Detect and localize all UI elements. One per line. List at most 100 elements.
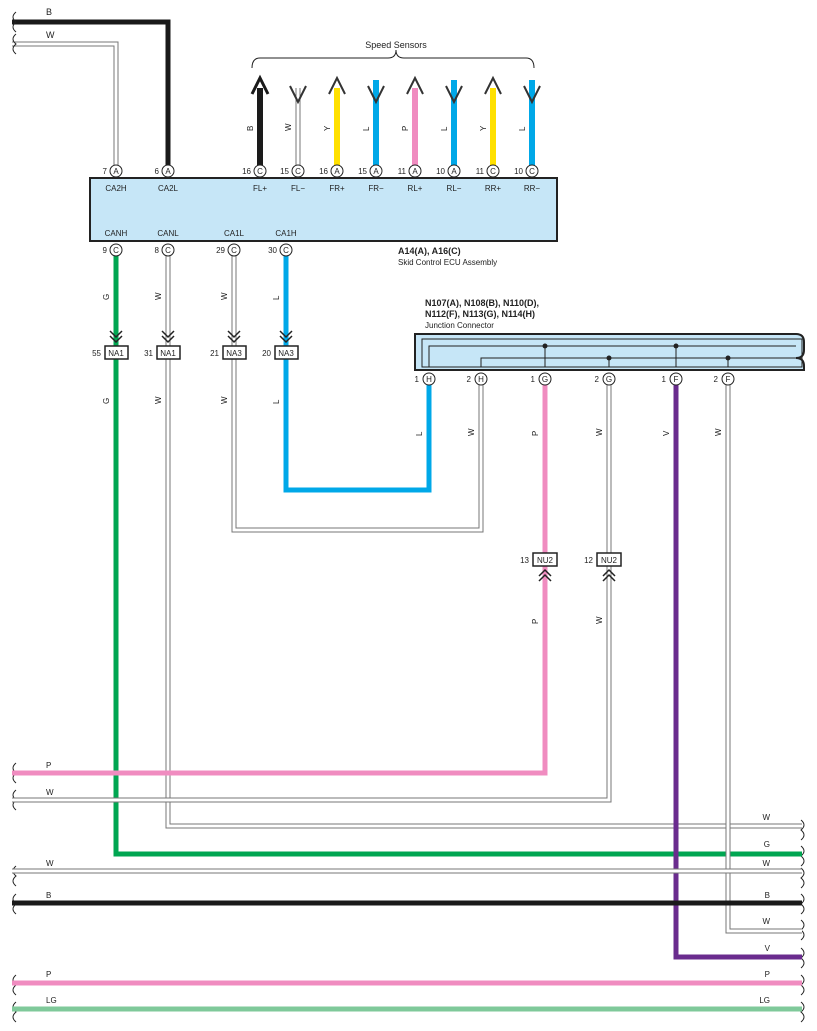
wire-label: G [102, 398, 111, 404]
ss-wire-color-8: L [518, 126, 527, 131]
ecu-top-pins [109, 164, 539, 178]
bus-label: W [46, 788, 54, 797]
pin-conn: C [113, 246, 119, 255]
junction-wires [12, 380, 802, 960]
pin-name: RR+ [485, 184, 502, 193]
pin-num: 2 [467, 375, 472, 384]
junction-pins: H H G G F F 1 2 1 2 1 2 [415, 372, 735, 386]
pin-num: 15 [358, 167, 367, 176]
ss-wire-color-3: Y [323, 125, 332, 131]
connector-name: NA1 [160, 349, 176, 358]
pin-num: 2 [595, 375, 600, 384]
speed-sensor-bracket: Speed Sensors [251, 40, 535, 69]
wire-label: G [102, 294, 111, 300]
pin-name: CA2L [158, 184, 179, 193]
pin-conn: A [165, 167, 171, 176]
bus-label: W [762, 813, 770, 822]
bus-label: W [46, 859, 54, 868]
ecu-bottom-wires [113, 250, 802, 857]
bus-label: P [46, 761, 51, 770]
ecu-top-pin-names: CA2H CA2L FL+ FL− FR+ FR− RL+ RL− RR+ RR… [105, 184, 540, 193]
wire-label: P [531, 619, 540, 624]
speed-sensors-label: Speed Sensors [365, 40, 427, 50]
wire-label: W [595, 616, 604, 624]
bus-label: LG [759, 996, 770, 1005]
pin-num: 30 [268, 246, 277, 255]
connector-name: NA3 [278, 349, 294, 358]
pin-conn: C [257, 167, 263, 176]
wire-label: W [467, 428, 476, 436]
connector-num: 55 [92, 349, 101, 358]
ecu-title: A14(A), A16(C) [398, 246, 461, 256]
wire-label: W [714, 428, 723, 436]
pin-conn: G [542, 375, 548, 384]
bus-lines [12, 868, 802, 1012]
pin-conn: C [231, 246, 237, 255]
wire-label-b: B [46, 7, 52, 17]
pin-num: 1 [531, 375, 536, 384]
pin-name: FL+ [253, 184, 267, 193]
pin-conn: F [726, 375, 731, 384]
ecu-bottom-pins [109, 243, 293, 257]
wire-label-w: W [46, 30, 55, 40]
pin-name: FR− [368, 184, 384, 193]
ecu-bottom-pin-conn: C C C C 9 8 29 30 [103, 246, 290, 255]
ecu-wire-labels: G W W L G W W L [102, 292, 281, 404]
ss-wire-color-7: Y [479, 125, 488, 131]
bus-label: G [764, 840, 770, 849]
pin-name: CA2H [105, 184, 127, 193]
pin-conn: C [490, 167, 496, 176]
pin-num: 10 [514, 167, 523, 176]
connector-name: NA1 [108, 349, 124, 358]
pin-num: 1 [662, 375, 667, 384]
bus-label: B [765, 891, 770, 900]
pin-conn: H [478, 375, 484, 384]
ecu-bottom-pin-names: CANH CANL CA1L CA1H [105, 229, 297, 238]
speed-sensor-wires [250, 74, 541, 172]
pin-conn: C [283, 246, 289, 255]
ss-wire-color-4: L [362, 126, 371, 131]
bus-label: B [46, 891, 51, 900]
pin-num: 8 [155, 246, 160, 255]
ss-wire-color-2: W [284, 123, 293, 131]
ecu-top-pin-numbers: 7 6 16 15 16 15 11 10 11 10 [103, 167, 524, 176]
bus-label: P [765, 970, 770, 979]
pin-name: CA1L [224, 229, 245, 238]
pin-conn: F [674, 375, 679, 384]
right-break-marks [800, 819, 805, 1023]
bus-label: V [765, 944, 771, 953]
pin-name: RL+ [408, 184, 423, 193]
pin-name: FR+ [329, 184, 345, 193]
pin-num: 9 [103, 246, 108, 255]
pin-conn: A [113, 167, 119, 176]
ss-wire-color-5: P [401, 126, 410, 131]
bus-right-labels: W G W B W V P LG [759, 813, 770, 1005]
connector-num: 31 [144, 349, 153, 358]
pin-name: RL− [447, 184, 462, 193]
pin-conn: C [529, 167, 535, 176]
connector-name: NA3 [226, 349, 242, 358]
pin-conn: A [373, 167, 379, 176]
bus-label: LG [46, 996, 57, 1005]
wire-label: V [662, 430, 671, 436]
inline-connectors-nu2: NU2 NU2 13 12 [520, 552, 622, 582]
junction-title-1: N107(A), N108(B), N110(D), [425, 298, 539, 308]
pin-conn: A [451, 167, 457, 176]
junction-title-2: N112(F), N113(G), N114(H) [425, 309, 535, 319]
bus-left-labels: P W W B P LG [46, 761, 57, 1005]
pin-name: CA1H [275, 229, 297, 238]
wire-label: W [154, 396, 163, 404]
wire-label: W [595, 428, 604, 436]
pin-name: CANH [105, 229, 128, 238]
pin-conn: G [606, 375, 612, 384]
pin-num: 16 [242, 167, 251, 176]
connector-name: NU2 [601, 556, 618, 565]
connector-num: 20 [262, 349, 271, 358]
junction-wire-labels: L W P W V W P W [415, 428, 723, 624]
junction-name: Junction Connector [425, 321, 494, 330]
connector-name: NU2 [537, 556, 554, 565]
pin-conn: H [426, 375, 432, 384]
ss-wire-color-6: L [440, 126, 449, 131]
pin-name: CANL [157, 229, 179, 238]
pin-num: 11 [476, 167, 485, 176]
